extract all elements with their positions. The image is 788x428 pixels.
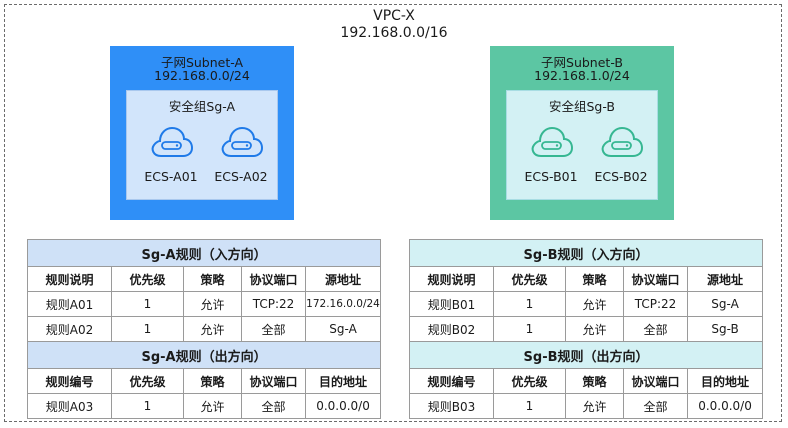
subnet-a: 子网Subnet-A 192.168.0.0/24 安全组Sg-A ECS-A0… xyxy=(110,46,294,220)
sg-b-rules-table: Sg-B规则（入方向） 规则说明 优先级 策略 协议端口 源地址 规则B01 1… xyxy=(408,239,764,419)
ecs-b02-label: ECS-B02 xyxy=(594,169,648,184)
vpc-cidr: 192.168.0.0/16 xyxy=(340,25,448,41)
column-header: 策略 xyxy=(565,368,624,394)
table-cell: Sg-A xyxy=(304,316,382,342)
table-header-row: 规则说明 优先级 策略 协议端口 源地址 xyxy=(27,266,382,292)
column-header: 规则说明 xyxy=(27,266,112,292)
table-cell: 允许 xyxy=(183,316,242,342)
column-header: 协议端口 xyxy=(241,368,306,394)
column-header: 优先级 xyxy=(111,266,184,292)
ecs-a02-label: ECS-A02 xyxy=(214,169,268,184)
table-cell: TCP:22 xyxy=(623,291,688,317)
ecs-b01[interactable]: ECS-B01 xyxy=(521,125,581,195)
table-row: 规则B01 1 允许 TCP:22 Sg-A xyxy=(409,291,764,317)
table-cell: Sg-B xyxy=(686,316,764,342)
table-cell: 1 xyxy=(493,291,566,317)
table-cell: 允许 xyxy=(565,316,624,342)
table-cell: Sg-A xyxy=(686,291,764,317)
table-cell: 允许 xyxy=(183,393,242,419)
security-group-b: 安全组Sg-B ECS-B01 ECS-B02 xyxy=(506,90,658,200)
column-header: 优先级 xyxy=(493,266,566,292)
table-cell: 全部 xyxy=(623,316,688,342)
column-header: 协议端口 xyxy=(241,266,306,292)
table-row: 规则B02 1 允许 全部 Sg-B xyxy=(409,316,764,342)
subnet-a-name: 子网Subnet-A xyxy=(160,55,244,70)
subnet-b-cidr: 192.168.1.0/24 xyxy=(534,68,630,83)
column-header: 策略 xyxy=(565,266,624,292)
table-header-row: 规则编号 优先级 策略 协议端口 目的地址 xyxy=(27,368,382,394)
ecs-b01-label: ECS-B01 xyxy=(524,169,578,184)
column-header: 目的地址 xyxy=(304,368,382,394)
cloud-server-icon xyxy=(531,126,573,157)
table-cell: TCP:22 xyxy=(241,291,306,317)
subnet-b: 子网Subnet-B 192.168.1.0/24 安全组Sg-B ECS-B0… xyxy=(490,46,674,220)
column-header: 规则编号 xyxy=(409,368,494,394)
table-header-row: 规则说明 优先级 策略 协议端口 源地址 xyxy=(409,266,764,292)
security-group-a: 安全组Sg-A ECS-A01 ECS-A02 xyxy=(126,90,278,200)
table-cell: 全部 xyxy=(623,393,688,419)
table-cell: 1 xyxy=(493,393,566,419)
table-cell: 1 xyxy=(111,316,184,342)
sg-a-inbound-title: Sg-A规则（入方向） xyxy=(26,239,382,267)
subnet-a-cidr: 192.168.0.0/24 xyxy=(154,68,250,83)
table-cell: 允许 xyxy=(565,393,624,419)
table-cell: 0.0.0.0/0 xyxy=(304,393,382,419)
column-header: 源地址 xyxy=(304,266,382,292)
ecs-a01[interactable]: ECS-A01 xyxy=(141,125,201,195)
table-cell: 规则B01 xyxy=(409,291,494,317)
table-cell: 全部 xyxy=(241,316,306,342)
table-cell: 允许 xyxy=(565,291,624,317)
table-header-row: 规则编号 优先级 策略 协议端口 目的地址 xyxy=(409,368,764,394)
sg-b-outbound-title: Sg-B规则（出方向） xyxy=(408,341,764,369)
column-header: 优先级 xyxy=(111,368,184,394)
sg-a-outbound-title: Sg-A规则（出方向） xyxy=(26,341,382,369)
ecs-a01-label: ECS-A01 xyxy=(144,169,198,184)
cloud-server-icon xyxy=(221,126,263,157)
table-cell: 允许 xyxy=(183,291,242,317)
subnet-b-name: 子网Subnet-B xyxy=(541,55,623,70)
column-header: 目的地址 xyxy=(686,368,764,394)
table-cell: 0.0.0.0/0 xyxy=(686,393,764,419)
table-row: 规则B03 1 允许 全部 0.0.0.0/0 xyxy=(409,393,764,419)
column-header: 优先级 xyxy=(493,368,566,394)
column-header: 协议端口 xyxy=(623,368,688,394)
table-cell: 全部 xyxy=(241,393,306,419)
vpc-boundary xyxy=(4,4,782,422)
table-cell: 规则B03 xyxy=(409,393,494,419)
table-cell: 1 xyxy=(493,316,566,342)
cloud-server-icon xyxy=(151,126,193,157)
table-cell: 1 xyxy=(111,291,184,317)
ecs-b02[interactable]: ECS-B02 xyxy=(591,125,651,195)
column-header: 规则编号 xyxy=(27,368,112,394)
security-group-a-label: 安全组Sg-A xyxy=(168,99,236,114)
column-header: 源地址 xyxy=(686,266,764,292)
table-cell: 172.16.0.0/24 xyxy=(304,291,382,317)
table-cell: 1 xyxy=(111,393,184,419)
table-row: 规则A01 1 允许 TCP:22 172.16.0.0/24 xyxy=(27,291,382,317)
sg-a-rules-table: Sg-A规则（入方向） 规则说明 优先级 策略 协议端口 源地址 规则A01 1… xyxy=(26,239,382,419)
column-header: 策略 xyxy=(183,368,242,394)
column-header: 策略 xyxy=(183,266,242,292)
security-group-b-label: 安全组Sg-B xyxy=(548,99,615,114)
table-cell: 规则A02 xyxy=(27,316,112,342)
vpc-name: VPC-X xyxy=(373,8,415,24)
ecs-a02[interactable]: ECS-A02 xyxy=(211,125,271,195)
cloud-server-icon xyxy=(601,126,643,157)
table-row: 规则A02 1 允许 全部 Sg-A xyxy=(27,316,382,342)
sg-b-inbound-title: Sg-B规则（入方向） xyxy=(408,239,764,267)
table-cell: 规则B02 xyxy=(409,316,494,342)
table-row: 规则A03 1 允许 全部 0.0.0.0/0 xyxy=(27,393,382,419)
column-header: 规则说明 xyxy=(409,266,494,292)
table-cell: 规则A01 xyxy=(27,291,112,317)
column-header: 协议端口 xyxy=(623,266,688,292)
table-cell: 规则A03 xyxy=(27,393,112,419)
